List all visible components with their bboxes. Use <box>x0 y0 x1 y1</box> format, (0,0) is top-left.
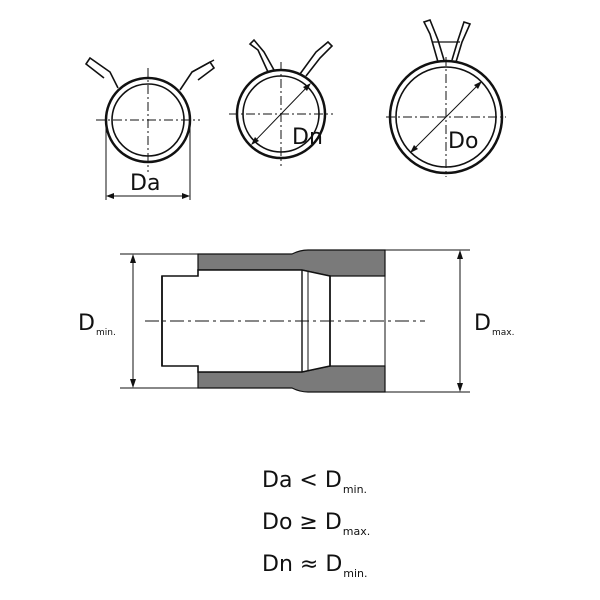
clamp-open-da <box>84 56 216 200</box>
formula-do-sub: max. <box>342 525 371 538</box>
formula-dn-sub: min. <box>343 567 368 580</box>
formula-dn-left: Dn <box>262 552 293 577</box>
dmax-label: D <box>474 311 491 336</box>
formula-da-left: Da <box>262 468 293 493</box>
dmin-dimension <box>130 254 136 388</box>
dmin-subscript: min. <box>96 328 116 338</box>
formula-do-op: ≥ <box>299 510 318 535</box>
formula-do-right: D <box>324 510 342 535</box>
dmin-label: D <box>78 311 95 336</box>
formula-da-right: D <box>324 468 342 493</box>
dmax-dimension <box>457 250 463 392</box>
formula-dn-op: ≈ <box>299 552 319 577</box>
dn-label: Dn <box>292 125 323 150</box>
clamp-closed-do <box>386 19 506 177</box>
do-label: Do <box>448 129 478 154</box>
hose-on-fitting-section <box>120 249 470 393</box>
formula-do-left: Do <box>262 510 293 535</box>
formula-da: Da < Dmin. <box>262 468 367 496</box>
clamp-nominal-dn <box>229 38 334 166</box>
da-label: Da <box>130 171 160 196</box>
formula-do: Do ≥ Dmax. <box>262 510 370 538</box>
formula-dn: Dn ≈ Dmin. <box>262 552 368 580</box>
formula-da-sub: min. <box>342 483 368 496</box>
dmax-subscript: max. <box>492 328 514 338</box>
formula-da-op: < <box>299 468 318 493</box>
formula-dn-right: D <box>325 552 343 577</box>
